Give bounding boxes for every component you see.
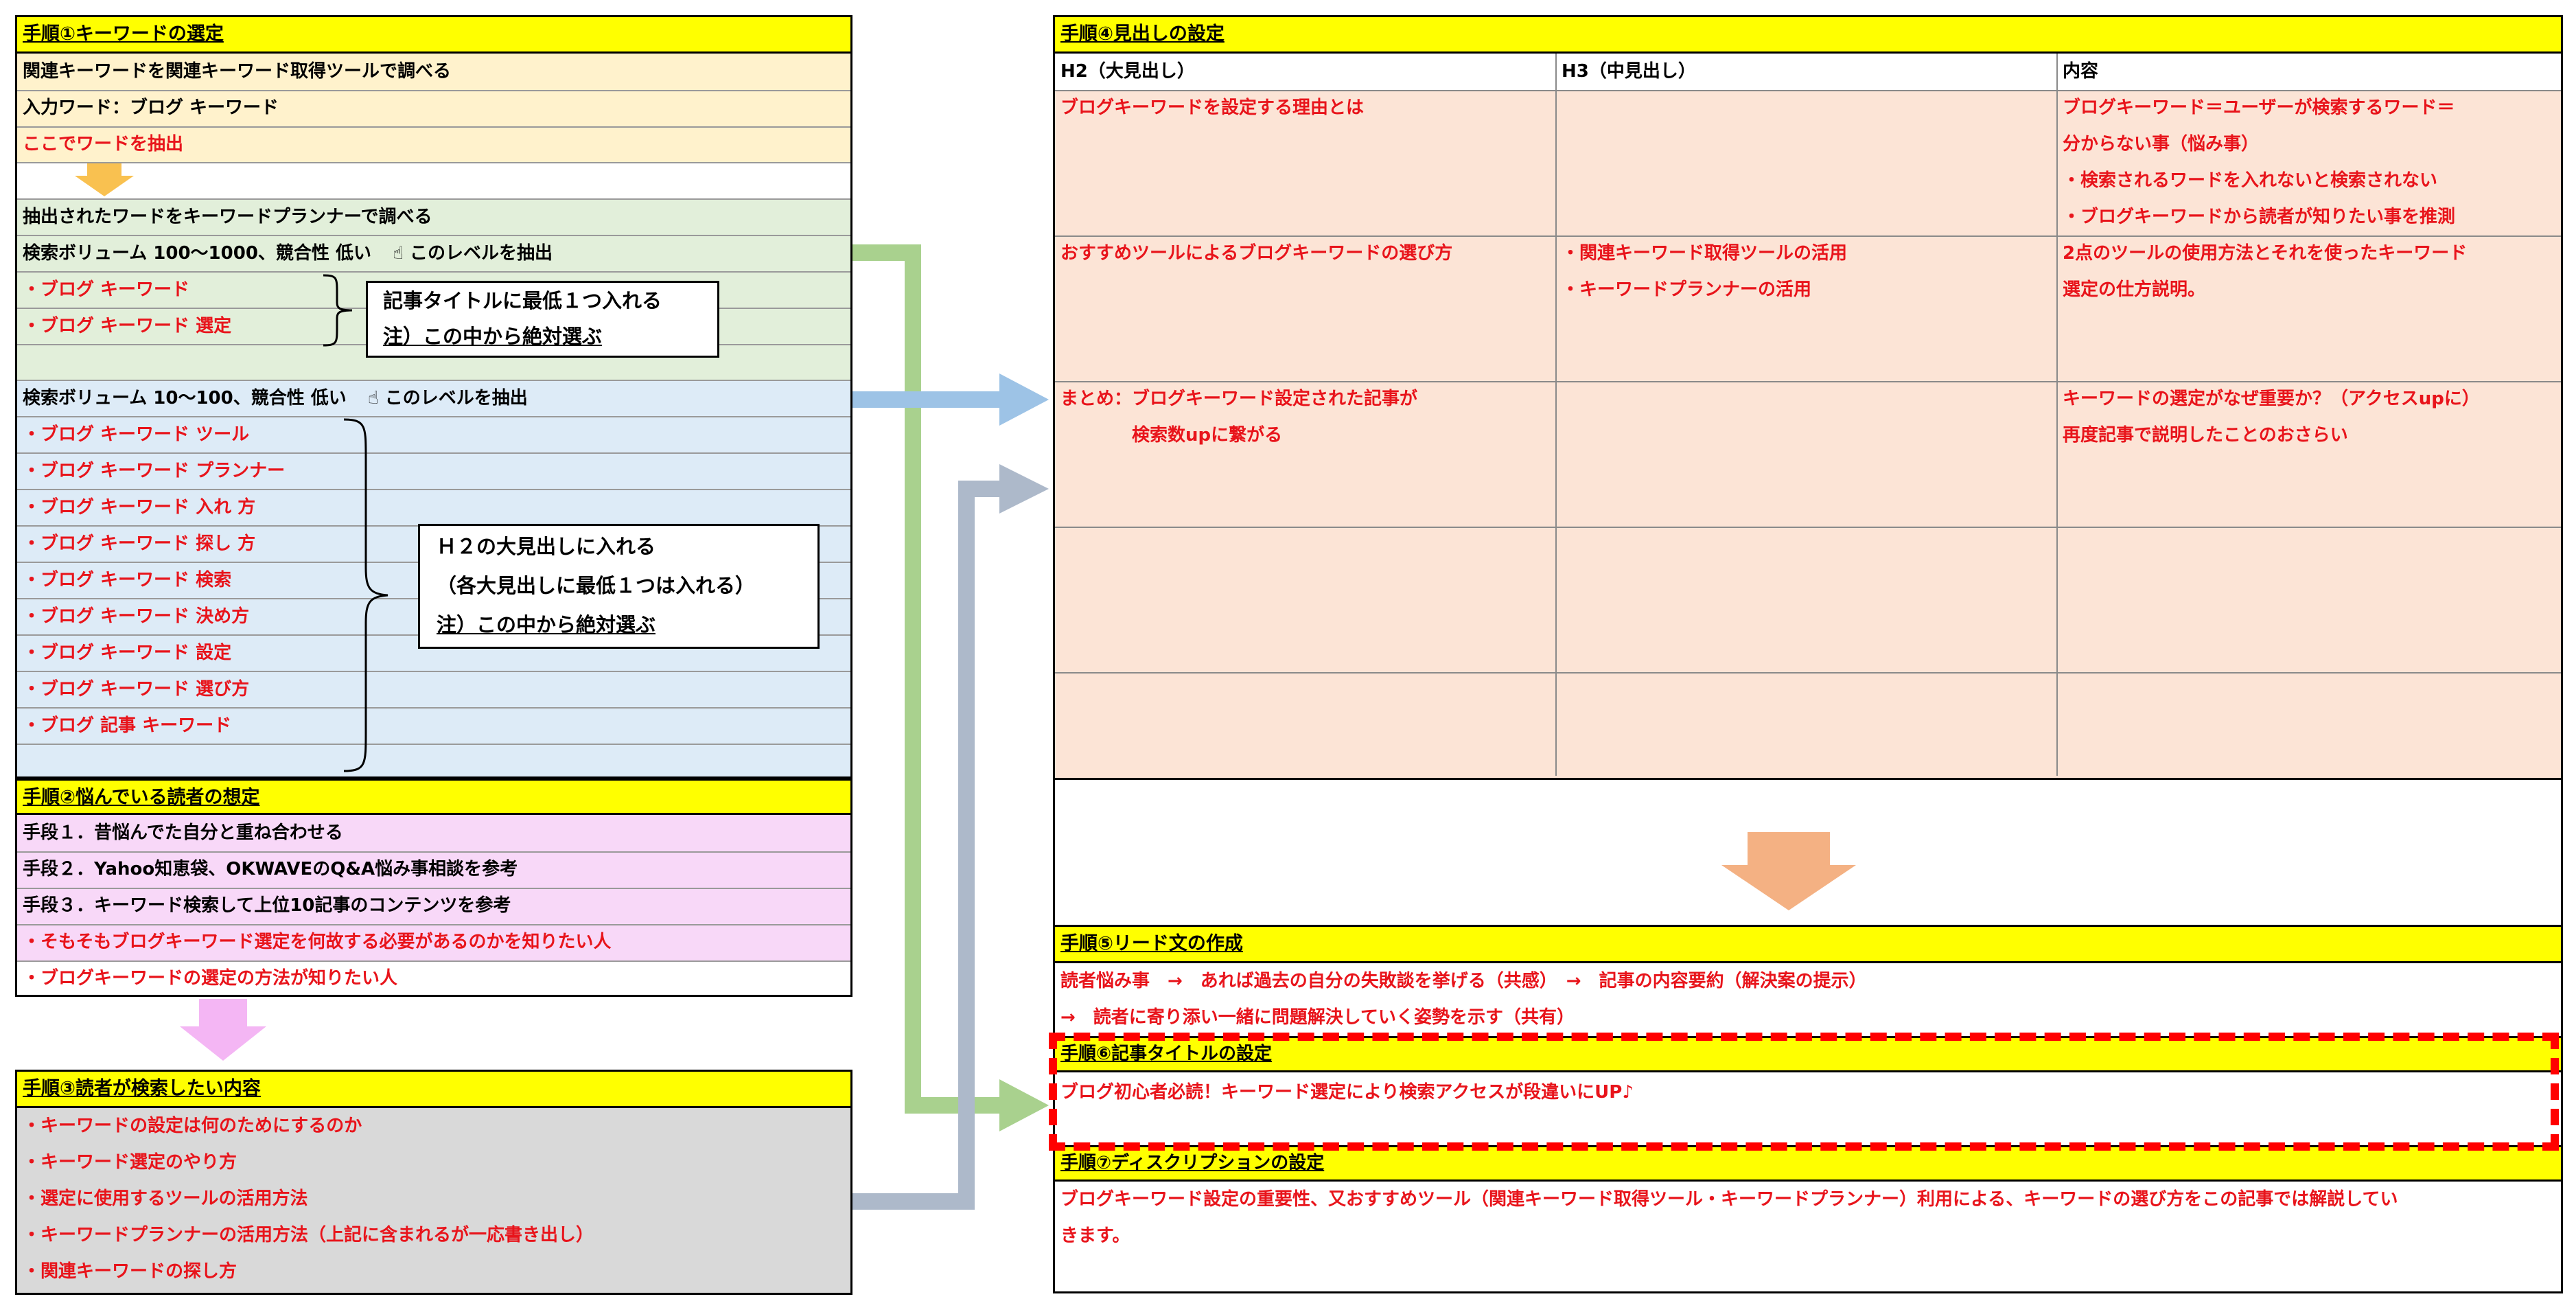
level2-note-line3: 注）この中から絶対選ぶ bbox=[437, 613, 656, 636]
step3-item-5: ・関連キーワードの探し方 bbox=[23, 1261, 237, 1282]
level1-note-line2: 注）この中から絶対選ぶ bbox=[383, 325, 603, 348]
step2-reader-1: ・そもそもブログキーワード選定を何故する必要があるのかを知りたい人 bbox=[23, 932, 612, 952]
green-arrowhead bbox=[999, 1079, 1049, 1131]
hand-pointer-icon: ☝ bbox=[393, 243, 404, 264]
step3-gray-area bbox=[17, 1108, 850, 1293]
step2-block: 手順②悩んでいる読者の想定 手段１．昔悩んでた自分と重ね合わせる 手段２．Yah… bbox=[15, 779, 852, 997]
step3-item-3: ・選定に使用するツールの活用方法 bbox=[23, 1188, 308, 1209]
level2-text: 検索ボリューム 10～100、競合性 低い bbox=[23, 388, 347, 408]
step7-title: 手順⑦ディスクリプションの設定 bbox=[1060, 1153, 1325, 1173]
level2-tag: このレベルを抽出 bbox=[384, 388, 528, 408]
row3-h2-1: まとめ：ブログキーワード設定された記事が bbox=[1060, 389, 1418, 409]
step3-item-2: ・キーワード選定のやり方 bbox=[23, 1152, 237, 1173]
row2-content-1: 2点のツールの使用方法とそれを使ったキーワード bbox=[2063, 243, 2468, 264]
green-connector-arrow bbox=[852, 244, 1002, 1114]
gray-arrowhead bbox=[999, 464, 1049, 514]
step2-reader-2: ・ブログキーワードの選定の方法が知りたい人 bbox=[23, 968, 398, 989]
level1-text: 検索ボリューム 100～1000、競合性 低い bbox=[23, 243, 371, 264]
step1-white-area bbox=[17, 162, 850, 198]
brace-level1 bbox=[323, 274, 353, 347]
level2-word-7: ・ブログ キーワード 設定 bbox=[23, 643, 232, 663]
step3-title: 手順③読者が検索したい内容 bbox=[17, 1072, 850, 1108]
orange-down-arrow bbox=[1721, 832, 1856, 910]
row3-content-2: 再度記事で説明したことのおさらい bbox=[2063, 425, 2348, 446]
pink-down-arrow bbox=[180, 999, 266, 1061]
row1-h2-1: ブログキーワードを設定する理由とは bbox=[1060, 97, 1365, 118]
row1-content-3: ・検索されるワードを入れないと検索されない bbox=[2063, 170, 2438, 191]
step1-intro-1: 関連キーワードを関連キーワード取得ツールで調べる bbox=[23, 61, 452, 82]
step4-title: 手順④見出しの設定 bbox=[1055, 17, 2561, 54]
level2-word-9: ・ブログ 記事 キーワード bbox=[23, 715, 232, 736]
step1-extract-note: ここでワードを抽出 bbox=[23, 134, 184, 154]
step4-peach-area bbox=[1055, 90, 2561, 778]
step1-block: 手順①キーワードの選定 関連キーワードを関連キーワード取得ツールで調べる 入力ワ… bbox=[15, 15, 852, 779]
step1-title: 手順①キーワードの選定 bbox=[17, 17, 850, 54]
step5-line-1: 読者悩み事 → あれば過去の自分の失敗談を挙げる（共感） → 記事の内容要約（解… bbox=[1060, 971, 1867, 991]
row1-content-1: ブログキーワード＝ユーザーが検索するワード＝ bbox=[2063, 97, 2455, 118]
step567-block: 手順⑤リード文の作成 読者悩み事 → あれば過去の自分の失敗談を挙げる（共感） … bbox=[1053, 925, 2563, 1293]
step6-title: 手順⑥記事タイトルの設定 bbox=[1060, 1044, 1273, 1064]
level2-word-4: ・ブログ キーワード 探し 方 bbox=[23, 533, 256, 554]
row1-content-4: ・ブログキーワードから読者が知りたい事を推測 bbox=[2063, 207, 2456, 227]
step7-line-1: ブログキーワード設定の重要性、又おすすめツール（関連キーワード取得ツール・キーワ… bbox=[1060, 1189, 2398, 1210]
step4-header-row bbox=[1055, 54, 2561, 90]
hand-pointer-icon: ☝ bbox=[367, 388, 379, 408]
level1-note-line1: 記事タイトルに最低１つ入れる bbox=[383, 289, 662, 312]
step6-highlight-frame bbox=[1049, 1033, 2559, 1151]
row2-content-2: 選定の仕方説明。 bbox=[2063, 279, 2206, 300]
row1-content-2: 分からない事（悩み事） bbox=[2063, 134, 2260, 154]
level2-note-line2: （各大見出しに最低１つは入れる） bbox=[437, 574, 756, 597]
step1-yellow-area bbox=[17, 54, 850, 162]
brace-level2 bbox=[343, 418, 388, 772]
row2-h3-1: ・関連キーワード取得ツールの活用 bbox=[1562, 243, 1848, 264]
level2-word-6: ・ブログ キーワード 決め方 bbox=[23, 606, 250, 627]
level2-word-5: ・ブログ キーワード 検索 bbox=[23, 570, 232, 590]
orange-down-arrow-small bbox=[75, 163, 134, 196]
step6-text: ブログ初心者必読！キーワード選定により検索アクセスが段違いにUP♪ bbox=[1060, 1082, 1634, 1103]
col-h3-header: H3（中見出し） bbox=[1562, 61, 1696, 82]
step1-planner-line: 抽出されたワードをキーワードプランナーで調べる bbox=[23, 207, 432, 227]
step2-means-1: 手段１．昔悩んでた自分と重ね合わせる bbox=[23, 822, 343, 843]
level2-note-line1: Ｈ２の大見出しに入れる bbox=[437, 535, 656, 558]
step7-line-2: きます。 bbox=[1060, 1225, 1130, 1246]
blue-arrowhead bbox=[999, 373, 1049, 426]
row2-h2-1: おすすめツールによるブログキーワードの選び方 bbox=[1060, 243, 1453, 264]
step5-line-2: → 読者に寄り添い一緒に問題解決していく姿勢を示す（共有） bbox=[1060, 1007, 1575, 1028]
col-h2-header: H2（大見出し） bbox=[1060, 61, 1195, 82]
step1-intro-2: 入力ワード：ブログ キーワード bbox=[23, 97, 279, 118]
level2-word-1: ・ブログ キーワード ツール bbox=[23, 424, 250, 445]
level1-word-1: ・ブログ キーワード bbox=[23, 279, 190, 300]
level2-word-2: ・ブログ キーワード プランナー bbox=[23, 461, 286, 481]
row3-h2-2: 検索数upに繋がる bbox=[1060, 425, 1283, 446]
level1-tag: このレベルを抽出 bbox=[409, 243, 553, 264]
row3-content-1: キーワードの選定がなぜ重要か？（アクセスupに） bbox=[2063, 389, 2480, 409]
step2-means-2: 手段２．Yahoo知恵袋、OKWAVEのQ&A悩み事相談を参考 bbox=[23, 859, 518, 879]
step1-level2-line: 検索ボリューム 10～100、競合性 低い ☝ このレベルを抽出 bbox=[23, 388, 528, 408]
step2-means-3: 手段３．キーワード検索して上位10記事のコンテンツを参考 bbox=[23, 895, 511, 916]
step3-item-1: ・キーワードの設定は何のためにするのか bbox=[23, 1116, 362, 1136]
level2-word-3: ・ブログ キーワード 入れ 方 bbox=[23, 497, 256, 518]
step4-block: 手順④見出しの設定 H2（大見出し） H3（中見出し） 内容 ブログキーワードを… bbox=[1053, 15, 2563, 817]
level2-word-8: ・ブログ キーワード 選び方 bbox=[23, 679, 250, 700]
row2-h3-2: ・キーワードプランナーの活用 bbox=[1562, 279, 1812, 300]
step5-title: 手順⑤リード文の作成 bbox=[1055, 927, 2561, 963]
step3-block: 手順③読者が検索したい内容 ・キーワードの設定は何のためにするのか ・キーワード… bbox=[15, 1070, 852, 1295]
step2-title: 手順②悩んでいる読者の想定 bbox=[17, 779, 850, 815]
gray-connector-arrow bbox=[852, 481, 1003, 1210]
level1-word-2: ・ブログ キーワード 選定 bbox=[23, 316, 232, 336]
level1-note-box: 記事タイトルに最低１つ入れる 注）この中から絶対選ぶ bbox=[366, 281, 719, 358]
step3-item-4: ・キーワードプランナーの活用方法（上記に含まれるが一応書き出し） bbox=[23, 1225, 594, 1245]
level2-note-box: Ｈ２の大見出しに入れる （各大見出しに最低１つは入れる） 注）この中から絶対選ぶ bbox=[418, 524, 820, 649]
col-content-header: 内容 bbox=[2063, 61, 2099, 82]
step1-level1-line: 検索ボリューム 100～1000、競合性 低い ☝ このレベルを抽出 bbox=[23, 243, 553, 264]
